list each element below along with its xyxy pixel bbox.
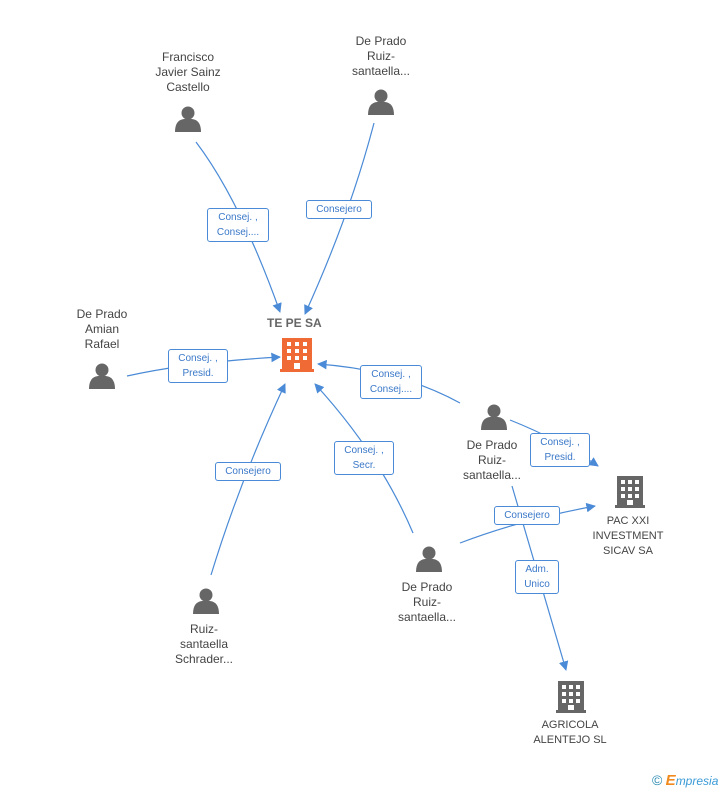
person-label-deprado-3[interactable]: De Prado Ruiz- santaella...	[377, 580, 477, 625]
brand-name: mpresia	[675, 774, 719, 788]
brand-initial: E	[665, 772, 676, 789]
person-icon	[89, 363, 115, 389]
label-line: De Prado	[401, 580, 453, 594]
person-label-deprado-2[interactable]: De Prado Ruiz- santaella...	[442, 438, 542, 483]
label-line: ALENTEJO SL	[533, 734, 607, 746]
role-line: Consej. ,	[178, 353, 218, 364]
building-icon	[280, 338, 314, 372]
label-line: Rafael	[84, 337, 120, 351]
role-badge[interactable]: Consej. , Secr.	[334, 441, 394, 475]
building-icon	[556, 681, 586, 713]
person-icon	[193, 588, 219, 614]
label-line: Ruiz-	[477, 453, 506, 467]
role-line: Consej....	[369, 384, 413, 395]
person-icon	[481, 404, 507, 430]
role-line: Consej. ,	[371, 369, 411, 380]
person-icon	[416, 546, 442, 572]
label-line: santaella...	[351, 64, 411, 78]
company-label-pacxxi[interactable]: PAC XXI INVESTMENT SICAV SA	[578, 514, 678, 559]
label-line: INVESTMENT	[592, 530, 664, 542]
role-badge[interactable]: Consej. , Consej....	[360, 365, 422, 399]
company-label-agricola[interactable]: AGRICOLA ALENTEJO SL	[520, 718, 620, 748]
label-line: santaella...	[462, 468, 522, 482]
company-name-tepe[interactable]: TE PE SA	[267, 316, 322, 330]
role-line: Consejero	[504, 510, 550, 521]
label-line: Francisco	[161, 50, 214, 64]
label-line: PAC XXI	[606, 515, 650, 527]
building-icon	[615, 476, 645, 508]
label-line: AGRICOLA	[541, 719, 599, 731]
label-line: santaella...	[397, 610, 457, 624]
label-line: SICAV SA	[603, 545, 653, 557]
label-line: Schrader...	[174, 652, 234, 666]
label-line: De Prado	[76, 307, 128, 321]
role-badge[interactable]: Consej. , Presid.	[168, 349, 228, 383]
person-icon	[175, 106, 201, 132]
person-icon	[368, 89, 394, 115]
label-line: Ruiz-	[189, 622, 218, 636]
role-badge[interactable]: Adm. Unico	[515, 560, 559, 594]
label-line: Castello	[166, 80, 210, 94]
role-badge[interactable]: Consejero	[306, 200, 372, 219]
label-line: santaella	[179, 637, 229, 651]
role-line: Consej. ,	[540, 437, 580, 448]
person-label-deprado-1[interactable]: De Prado Ruiz- santaella...	[331, 34, 431, 79]
role-line: Consej. ,	[218, 212, 258, 223]
label-line: Amian	[84, 322, 119, 336]
empresia-brand[interactable]: © Empresia	[652, 772, 718, 789]
role-line: Consej. ,	[344, 445, 384, 456]
person-label-francisco[interactable]: Francisco Javier Sainz Castello	[138, 50, 238, 95]
role-line: Presid.	[182, 368, 214, 379]
copyright-icon: ©	[652, 772, 663, 788]
role-line: Consejero	[316, 204, 362, 215]
person-label-amian[interactable]: De Prado Amian Rafael	[52, 307, 152, 352]
person-label-schrader[interactable]: Ruiz- santaella Schrader...	[154, 622, 254, 667]
label-line: Javier Sainz	[155, 65, 221, 79]
role-badge[interactable]: Consejero	[494, 506, 560, 525]
label-line: De Prado	[466, 438, 518, 452]
role-line: Adm.	[525, 564, 549, 575]
role-badge[interactable]: Consejero	[215, 462, 281, 481]
label-line: Ruiz-	[366, 49, 395, 63]
role-line: Consej....	[216, 227, 260, 238]
role-line: Presid.	[544, 452, 576, 463]
role-line: Secr.	[352, 460, 376, 471]
role-line: Consejero	[225, 466, 271, 477]
role-badge[interactable]: Consej. , Consej....	[207, 208, 269, 242]
label-line: Ruiz-	[412, 595, 441, 609]
label-line: De Prado	[355, 34, 407, 48]
role-line: Unico	[524, 579, 550, 590]
role-badge[interactable]: Consej. , Presid.	[530, 433, 590, 467]
